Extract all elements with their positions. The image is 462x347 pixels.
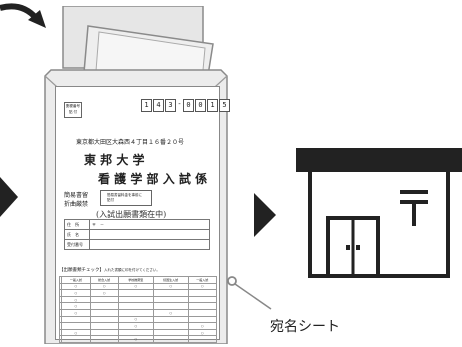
sheet-faculty: 看 護 学 部 入 試 係 [98, 172, 208, 186]
stamp-label: 郵便番号 貼 付 [66, 104, 80, 114]
sheet-university: 東 邦 大 学 [84, 153, 145, 167]
sheet-address: 東京都大田区大森西４丁目１６番２０号 [76, 139, 185, 146]
postal-digit: 3 [165, 99, 176, 112]
postal-digit: 4 [153, 99, 164, 112]
left-arrow-icon [0, 177, 18, 217]
form-label: 受付番号 [64, 239, 90, 250]
checklist-row: ○○ [58, 289, 218, 297]
applicant-form: 住 所〒 － 氏 名 受付番号 [64, 219, 210, 250]
delivery-box: 簡易書留料金を事前に貼付 [100, 190, 152, 206]
checklist-header-cell: 帰国生入試 [152, 276, 189, 284]
form-label: 氏 名 [64, 229, 90, 240]
form-value [89, 239, 210, 250]
form-row: 住 所〒 － [64, 219, 210, 230]
checklist-row: ○ [58, 295, 218, 304]
post-office-icon [296, 148, 462, 278]
checklist-header-cell: 一般入試 [61, 276, 91, 284]
postal-digit: 1 [141, 99, 152, 112]
stamp-box: 郵便番号 貼 付 [64, 102, 82, 118]
address-sheet: 郵便番号 貼 付 1 4 3 - 0 0 1 5 東京都大田区大森西４丁目１６番… [55, 86, 230, 343]
form-value: 〒 － [89, 219, 210, 230]
curved-arrow-icon [0, 3, 46, 28]
address-sheet-caption: 宛名シート [270, 319, 340, 335]
status-text: (入試出願書類在中) [96, 210, 167, 219]
postal-digit: 0 [195, 99, 206, 112]
checklist-header-cell: 総合入試 [89, 276, 119, 284]
checklist-row: ○○○○○ [58, 282, 218, 291]
checklist-row: ○○ [58, 308, 218, 317]
check-note: 入れた書類に印を付けてください。 [104, 268, 160, 272]
postal-dash: - [177, 99, 182, 110]
delivery-label-1: 簡易書留 [64, 192, 89, 199]
form-value [89, 229, 210, 240]
postal-digit: 0 [183, 99, 194, 112]
checklist-row: ○○ [58, 328, 218, 337]
checklist-table: 一般入試 総合入試 学校推薦型 帰国生入試 一般入試 ○○○○○ ○○ ○ ○ … [58, 276, 218, 343]
checklist-row: ○ [58, 315, 218, 324]
checklist-row: ○ [58, 335, 218, 343]
checklist-header-cell: 学校推薦型 [117, 276, 154, 284]
checklist-row: ○ [58, 302, 218, 310]
postal-digit: 1 [207, 99, 218, 112]
postal-code-boxes: 1 4 3 - 0 0 1 5 [141, 99, 230, 112]
check-title: 【出願書類チェック】 [59, 268, 104, 273]
form-row: 氏 名 [64, 229, 210, 240]
checklist-header-cell: 一般入試 [187, 276, 218, 284]
sheet-faculty-suffix: 行 [200, 176, 206, 182]
postal-digit: 5 [219, 99, 230, 112]
checklist-row: ○○ [58, 322, 218, 330]
checklist-header: 一般入試 総合入試 学校推薦型 帰国生入試 一般入試 [58, 276, 218, 284]
pointer-line [227, 276, 272, 310]
delivery-label-2: 折曲厳禁 [64, 201, 89, 208]
right-arrow-icon [254, 193, 276, 237]
form-row: 受付番号 [64, 239, 210, 250]
form-label: 住 所 [64, 219, 90, 230]
